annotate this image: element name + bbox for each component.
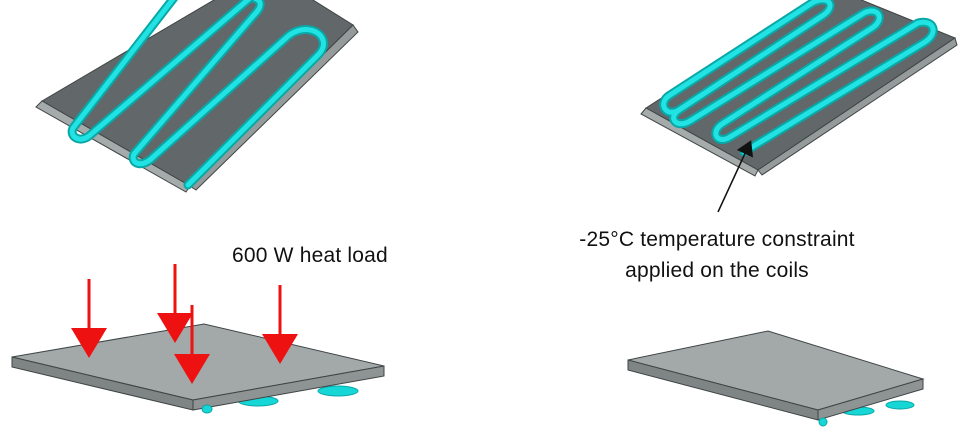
callout-arrow-icon xyxy=(717,140,754,213)
coil-left-upper-highlight xyxy=(69,0,252,142)
coil-peek-right-2 xyxy=(885,400,915,410)
plate-right-edge xyxy=(192,365,385,411)
plate-left-edge-right xyxy=(640,107,759,177)
coil-inlet xyxy=(201,404,213,414)
constraint-label-line-1: -25°C temperature constraint xyxy=(579,228,855,251)
coil-left-highlight xyxy=(130,0,326,188)
heat-load-label: 600 W heat load xyxy=(232,244,388,267)
coiled-plate-underside-left xyxy=(35,0,359,193)
constrained-plate-right xyxy=(627,330,925,427)
plate-right-edge-right xyxy=(817,378,924,421)
heated-plate-left xyxy=(11,323,385,414)
plate-side-edge-right xyxy=(757,37,958,176)
coiled-plate-underside-right xyxy=(640,0,958,177)
coil-inlet-right xyxy=(818,417,828,427)
temperature-constraint-label: -25°C temperature constraint applied on … xyxy=(566,224,868,286)
heat-load-arrows xyxy=(71,264,298,384)
constraint-label-line-2: applied on the coils xyxy=(625,259,809,282)
coil-right-highlight xyxy=(661,0,936,155)
coil-peek-2 xyxy=(317,385,359,397)
